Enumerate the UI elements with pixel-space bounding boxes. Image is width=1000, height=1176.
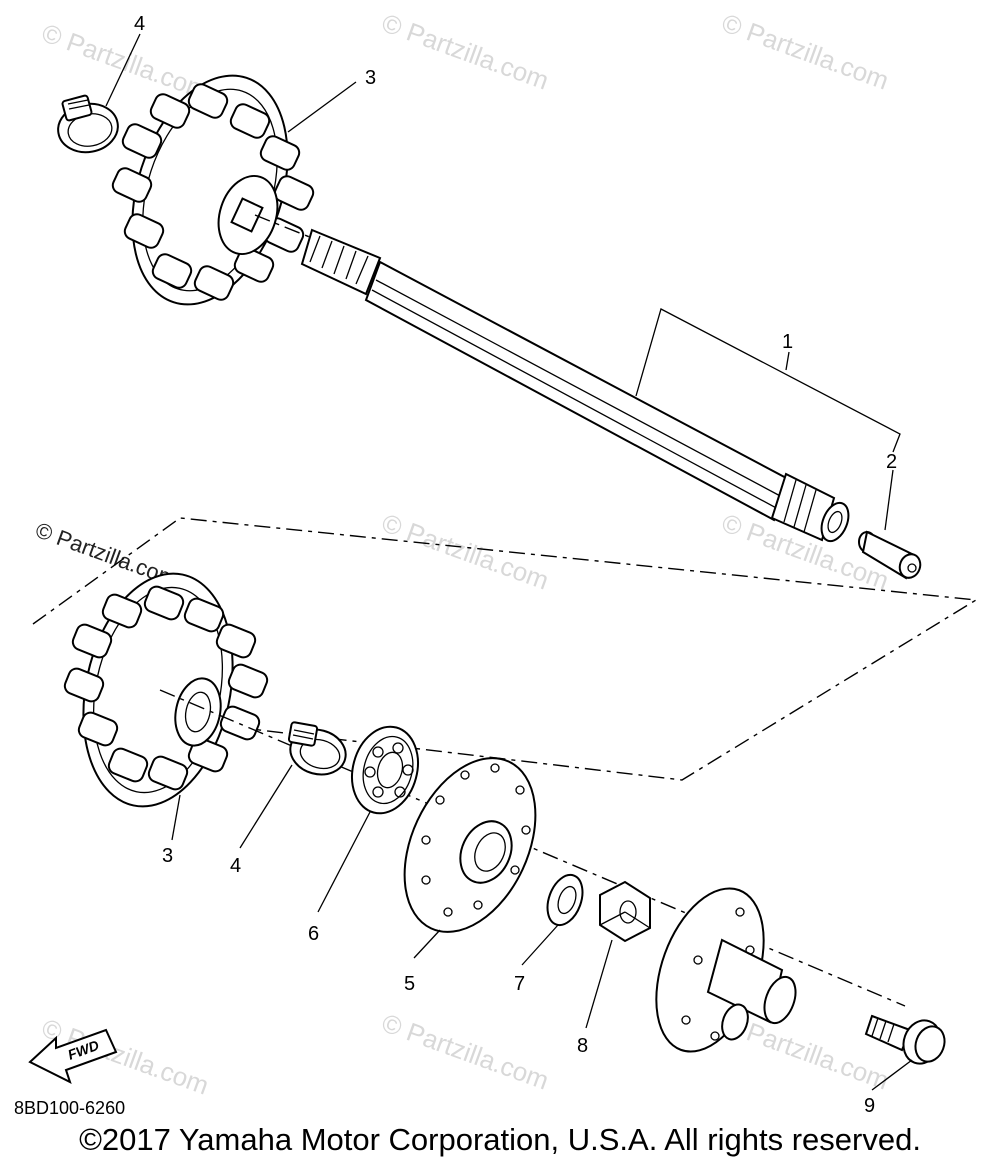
callout-2: 2 (886, 451, 897, 473)
leader-lines (105, 33, 913, 1091)
assembly-outline (32, 517, 979, 781)
bearing-housing-plate (403, 757, 537, 933)
drive-axle (254, 214, 850, 543)
watermark: © Partzilla.com (38, 17, 213, 105)
callouts: 1 2 3 4 3 4 5 6 7 8 9 (134, 13, 897, 1117)
watermark: © Partzilla.com (378, 1007, 553, 1095)
watermark: © Partzilla.com (718, 7, 893, 95)
callout-9: 9 (864, 1095, 875, 1117)
callout-4-top: 4 (134, 13, 145, 35)
copyright-notice: ©2017 Yamaha Motor Corporation, U.S.A. A… (79, 1122, 921, 1157)
nut (599, 880, 651, 943)
callout-6: 6 (308, 923, 319, 945)
drive-sprocket-top (111, 74, 315, 306)
callout-4-bottom: 4 (230, 855, 241, 877)
callout-3-bottom: 3 (162, 845, 173, 867)
drawing-number: 8BD100-6260 (14, 1098, 125, 1118)
callout-1: 1 (782, 331, 793, 353)
watermark: © Partzilla.com (378, 7, 553, 95)
plug-part-2 (858, 530, 922, 580)
bearing (351, 725, 419, 815)
callout-3-top: 3 (365, 67, 376, 89)
callout-5: 5 (404, 973, 415, 995)
fwd-arrow-icon (28, 1028, 118, 1084)
bolt (864, 1014, 946, 1065)
axis-line-bottom (159, 689, 906, 1007)
clamp-top (57, 94, 119, 154)
callout-bracket-1 (635, 308, 901, 531)
clamp-bottom (287, 721, 347, 776)
callout-8: 8 (577, 1035, 588, 1057)
hub-flange (655, 887, 797, 1053)
callout-7: 7 (514, 973, 525, 995)
drive-sprocket-bottom (63, 572, 269, 808)
watermark: © Partzilla.com (378, 507, 553, 595)
washer (546, 873, 584, 927)
